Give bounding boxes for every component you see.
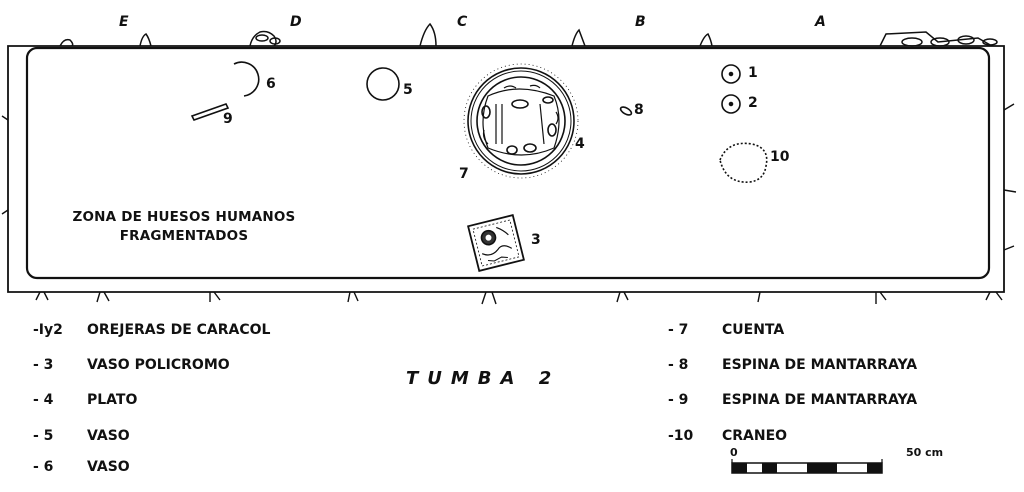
object-number-1: 1: [748, 65, 758, 81]
legend-code: - 4: [33, 392, 54, 408]
object-10-skull: [719, 142, 768, 183]
wall-roots-bottom: [1, 103, 1017, 305]
object-5-vase: [366, 67, 400, 101]
object-number-2: 2: [748, 95, 758, 111]
grid-col-e: E: [119, 14, 129, 30]
grid-col-a: A: [815, 14, 826, 30]
wall-stones: [59, 22, 998, 47]
legend-code: - 9: [668, 392, 689, 408]
legend-right: - 7 CUENTA - 8 ESPINA DE MANTARRAYA - 9 …: [668, 322, 968, 452]
legend-label: VASO POLICROMO: [87, 357, 230, 373]
legend-code: - 3: [33, 357, 54, 373]
legend-label: PLATO: [87, 392, 138, 408]
legend-label: ESPINA DE MANTARRAYA: [722, 392, 918, 408]
legend-label: OREJERAS DE CARACOL: [87, 322, 271, 338]
bone-zone-line-2: FRAGMENTADOS: [119, 228, 249, 244]
object-number-7: 7: [459, 166, 469, 182]
object-4-plate: [467, 67, 575, 175]
legend-label: VASO: [87, 459, 130, 475]
object-number-8: 8: [634, 102, 644, 118]
legend-code: -10: [668, 428, 694, 444]
object-number-3: 3: [531, 232, 541, 248]
scale-start-label: 0: [730, 446, 738, 459]
legend-code: - 6: [33, 459, 54, 475]
tomb-chamber: [25, 46, 991, 280]
object-6-vase: [233, 61, 260, 97]
scale-bar: [731, 459, 883, 474]
object-9-stingray-spine: [190, 103, 230, 121]
grid-col-b: B: [635, 14, 646, 30]
legend-label: CRANEO: [722, 428, 788, 444]
legend-code: - 7: [668, 322, 689, 338]
object-8-stingray-spine: [619, 106, 633, 116]
object-number-4: 4: [575, 136, 585, 152]
legend-code: -Iy2: [33, 322, 63, 338]
object-number-10: 10: [770, 149, 790, 165]
object-7-bead: [463, 63, 579, 179]
object-3-polychrome-vase: [467, 214, 525, 272]
scale-end-label: 50 cm: [906, 446, 944, 459]
bone-zone-label: ZONA DE HUESOS HUMANOS FRAGMENTADOS: [48, 208, 320, 246]
plan-title: TUMBA 2: [406, 368, 561, 389]
bone-zone-line-1: ZONA DE HUESOS HUMANOS: [72, 209, 296, 225]
legend-label: CUENTA: [722, 322, 785, 338]
object-number-5: 5: [403, 82, 413, 98]
grid-col-d: D: [290, 14, 302, 30]
object-number-9: 9: [223, 111, 233, 127]
object-1-ear-spool: [721, 64, 741, 84]
legend-code: - 8: [668, 357, 689, 373]
legend-code: - 5: [33, 428, 54, 444]
object-number-6: 6: [266, 76, 276, 92]
object-2-ear-spool: [721, 94, 741, 114]
grid-col-c: C: [457, 14, 468, 30]
legend-label: ESPINA DE MANTARRAYA: [722, 357, 918, 373]
legend-label: VASO: [87, 428, 130, 444]
legend-left: -Iy2 OREJERAS DE CARACOL - 3 VASO POLICR…: [33, 322, 353, 482]
